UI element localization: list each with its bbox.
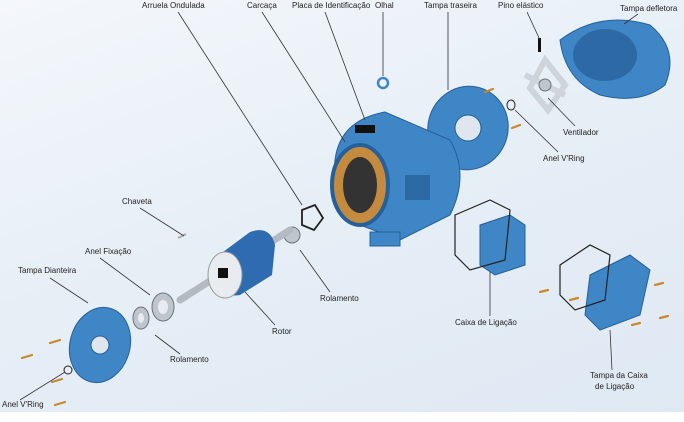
label-caixa-ligacao: Caixa de Ligação: [455, 318, 517, 327]
tampa-defletora-part: [559, 19, 671, 99]
rolamento-front-part: [132, 306, 150, 330]
label-anel-vring-top: Anel V'Ring: [543, 154, 585, 163]
chaveta-part: [177, 233, 187, 239]
label-arruela-ondulada: Arruela Ondulada: [142, 1, 205, 10]
olhal-part: [376, 76, 390, 90]
leader-lines: [19, 11, 639, 401]
rotor-part: [176, 226, 294, 304]
label-rotor: Rotor: [272, 327, 292, 336]
pino-elastico-part: [538, 38, 541, 52]
placa-identificacao-part: [355, 125, 375, 133]
label-carcaca: Carcaça: [247, 1, 277, 10]
label-tampa-defletora: Tampa defletora: [620, 4, 678, 13]
screws: [20, 87, 670, 407]
tampa-dianteira-part: [68, 306, 132, 384]
label-anel-vring-bottom: Anel V'Ring: [2, 400, 44, 409]
label-pino-elastico: Pino elástico: [498, 1, 544, 10]
label-anel-fixacao: Anel Fixação: [85, 247, 132, 256]
caixa-ligacao-part: [454, 199, 526, 276]
label-chaveta: Chaveta: [122, 197, 152, 206]
ventilador-part: [523, 54, 569, 116]
label-rolamento-front: Rolamento: [170, 355, 209, 364]
label-placa-identificacao: Placa de Identificação: [292, 1, 371, 10]
tampa-caixa-ligacao-part: [559, 244, 651, 331]
arruela-ondulada-part: [301, 203, 325, 232]
label-tampa-traseira: Tampa traseira: [424, 1, 477, 10]
label-tampa-dianteira: Tampa Dianteira: [18, 266, 77, 275]
label-tampa-caixa-line2: de Ligação: [595, 382, 635, 391]
label-tampa-caixa-line1: Tampa da Caixa: [590, 371, 648, 380]
label-ventilador: Ventilador: [563, 128, 599, 137]
label-rolamento-rear: Rolamento: [320, 294, 359, 303]
anel-vring-top-part: [506, 99, 516, 111]
label-olhal: Olhal: [375, 1, 394, 10]
anel-fixacao-part: [151, 292, 175, 322]
anel-vring-bottom-part: [63, 365, 73, 375]
carcaca-part: [330, 111, 461, 247]
